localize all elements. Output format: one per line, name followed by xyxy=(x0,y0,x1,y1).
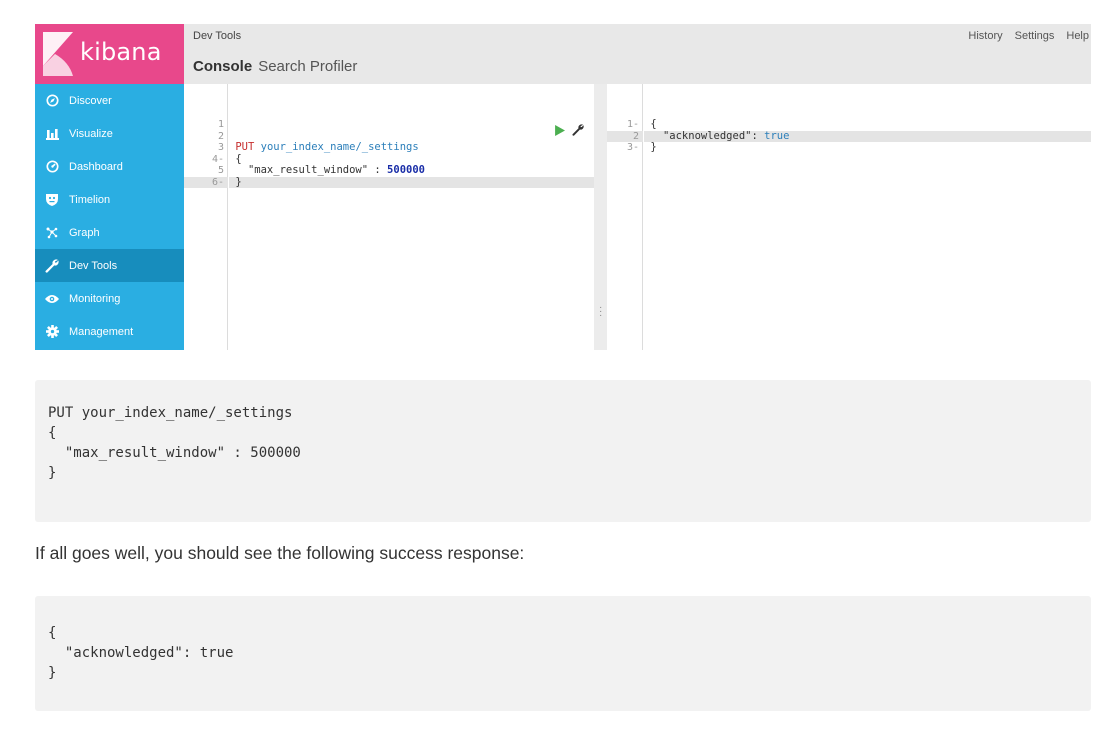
kibana-logo[interactable]: kibana xyxy=(35,24,184,84)
code-line: } xyxy=(229,176,594,188)
sidebar-item-label: Monitoring xyxy=(69,292,121,305)
tab-bar: Console Search Profiler xyxy=(193,58,357,75)
settings-link[interactable]: Settings xyxy=(1014,30,1055,42)
response-output: 1- 2 3- { "acknowledged": true } xyxy=(607,84,1091,350)
sidebar-item-label: Discover xyxy=(69,94,112,107)
acknowledged-value: true xyxy=(764,129,790,142)
kibana-screenshot: kibana Discover Visualize Dashboard Time… xyxy=(35,24,1091,350)
line-number: 3 xyxy=(217,142,224,153)
sidebar-item-dashboard[interactable]: Dashboard xyxy=(35,150,184,183)
kibana-logo-icon xyxy=(43,32,73,76)
history-link[interactable]: History xyxy=(968,30,1003,42)
app-title: Dev Tools xyxy=(193,30,242,42)
sidebar-item-label: Dev Tools xyxy=(69,259,118,272)
sidebar-item-label: Timelion xyxy=(69,193,111,206)
sidebar-item-label: Graph xyxy=(69,226,100,239)
wrench-icon[interactable] xyxy=(572,124,584,136)
resize-grip-icon: ··· xyxy=(599,302,603,321)
line-number: 3- xyxy=(626,142,639,153)
top-bar: Dev Tools History Settings Help Console … xyxy=(184,24,1091,84)
pane-resize-handle[interactable]: ··· xyxy=(594,84,607,350)
request-url: your_index_name/_settings xyxy=(260,141,419,153)
fold-marker[interactable]: - xyxy=(632,142,639,153)
line-number: 1- xyxy=(626,119,639,130)
request-actions xyxy=(554,124,584,136)
code-line: "max_result_window" : 500000 xyxy=(247,164,425,176)
line-number: 1 xyxy=(217,119,224,130)
sidebar-item-management[interactable]: Management xyxy=(35,315,184,348)
line-number: 2 xyxy=(217,130,224,142)
code-line: { xyxy=(650,118,657,130)
dashboard-icon xyxy=(35,160,69,173)
fold-marker[interactable]: - xyxy=(217,176,224,188)
graph-icon xyxy=(35,226,69,239)
fold-marker[interactable]: - xyxy=(217,153,224,165)
sidebar-item-timelion[interactable]: Timelion xyxy=(35,183,184,216)
shield-icon xyxy=(35,193,69,206)
editor-gutter: 1 2 3 4- 5 6- xyxy=(184,84,228,350)
tab-console[interactable]: Console xyxy=(193,58,253,75)
code-line: { xyxy=(235,152,242,165)
help-link[interactable]: Help xyxy=(1066,30,1089,42)
request-code-block: PUT your_index_name/_settings { "max_res… xyxy=(35,380,1091,522)
tab-search-profiler[interactable]: Search Profiler xyxy=(258,58,358,75)
compass-icon xyxy=(35,94,69,107)
intro-text: If all goes well, you should see the fol… xyxy=(35,543,525,563)
request-editor[interactable]: 1 2 3 4- 5 6- PUT your_index_name/_setti… xyxy=(184,84,594,350)
request-method: PUT xyxy=(235,141,255,153)
code-line: "acknowledged": true xyxy=(644,129,1091,142)
line-number: 5 xyxy=(217,165,224,176)
sidebar-item-label: Management xyxy=(69,325,134,338)
sidebar-item-label: Dashboard xyxy=(69,160,123,173)
code-line: } xyxy=(650,141,657,153)
body-value: 500000 xyxy=(387,164,425,176)
line-number: 4- xyxy=(211,153,224,165)
sidebar-item-label: Visualize xyxy=(69,127,113,140)
fold-marker[interactable]: - xyxy=(632,119,639,130)
sidebar-item-dev-tools[interactable]: Dev Tools xyxy=(35,249,184,282)
gear-icon xyxy=(35,325,69,338)
eye-icon xyxy=(35,294,69,304)
sidebar-item-graph[interactable]: Graph xyxy=(35,216,184,249)
response-code: { "acknowledged": true } xyxy=(48,625,234,681)
code-line: PUT your_index_name/_settings xyxy=(229,141,594,154)
sidebar-item-discover[interactable]: Discover xyxy=(35,84,184,117)
line-number: 6- xyxy=(184,176,228,188)
top-links: History Settings Help xyxy=(968,30,1089,42)
sidebar-item-monitoring[interactable]: Monitoring xyxy=(35,282,184,315)
bar-chart-icon xyxy=(35,128,69,140)
wrench-icon xyxy=(35,258,69,273)
request-code: PUT your_index_name/_settings { "max_res… xyxy=(48,405,301,481)
line-number: 2 xyxy=(607,130,643,142)
sidebar-nav: Discover Visualize Dashboard Timelion Gr… xyxy=(35,84,184,350)
response-code-block: { "acknowledged": true } xyxy=(35,596,1091,711)
play-icon[interactable] xyxy=(554,124,565,136)
sidebar-item-visualize[interactable]: Visualize xyxy=(35,117,184,150)
kibana-logo-text: kibana xyxy=(80,38,162,66)
output-gutter: 1- 2 3- xyxy=(607,84,643,350)
